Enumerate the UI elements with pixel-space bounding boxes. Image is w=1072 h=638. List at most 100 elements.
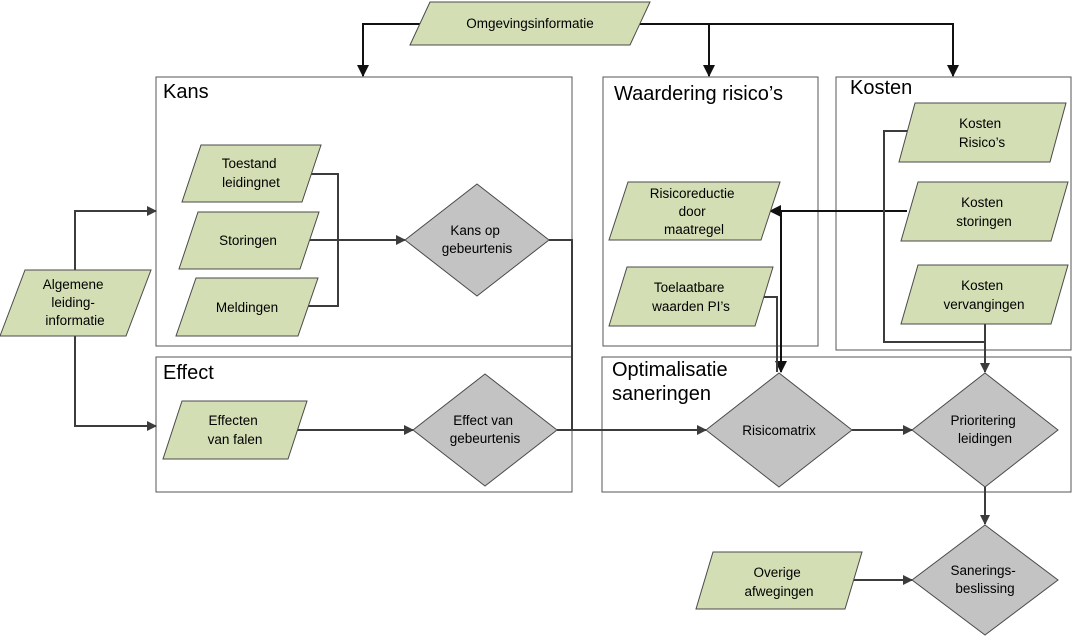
group-title-optimalisatie-line-2: saneringen	[612, 383, 711, 405]
label-toelaatbare-line-1: Toelaatbare	[654, 280, 725, 295]
label-risicoreductie-line-1: Risicoreductie	[650, 186, 735, 201]
group-title-waardering: Waardering risico’s	[614, 83, 783, 105]
label-kosten-risicos: Kosten Risico’s	[959, 116, 1006, 150]
label-saneringsbeslissing: Sanerings- beslissing	[950, 563, 1019, 596]
label-kans-line-1: Kans op	[450, 223, 500, 238]
label-kosten-storingen-line-2: storingen	[956, 214, 1012, 229]
label-toelaatbare-line-2: waarden PI’s	[651, 299, 730, 314]
group-title-optimalisatie: Optimalisatie saneringen	[612, 359, 733, 405]
label-storingen-line-1: Storingen	[219, 233, 277, 248]
shape-risicomatrix	[705, 372, 853, 488]
label-overige-line-2: afwegingen	[744, 584, 813, 599]
group-title-kosten: Kosten	[850, 77, 912, 99]
shape-toelaatbare-waarden	[608, 266, 774, 327]
label-meldingen-line-1: Meldingen	[216, 300, 278, 315]
group-title-optimalisatie-line-1: Optimalisatie	[612, 359, 728, 381]
label-omgevingsinformatie: Omgevingsinformatie	[466, 16, 594, 31]
label-effecten-line-1: Effecten	[208, 413, 257, 428]
label-kosten-risicos-line-1: Kosten	[959, 116, 1001, 131]
connector-toelaatbare-to-risicomatrix	[763, 296, 778, 372]
label-effect-line-1: Effect van	[453, 413, 513, 428]
group-title-kans: Kans	[163, 81, 209, 103]
arrow-algemene-to-effect	[74, 336, 157, 431]
label-effecten-line-2: van falen	[208, 432, 263, 447]
label-omgevingsinformatie-line-1: Omgevingsinformatie	[466, 16, 594, 31]
label-prioritering-line-2: leidingen	[958, 431, 1012, 446]
label-sanerings-line-2: beslissing	[955, 581, 1014, 596]
node-omgevingsinformatie: Omgevingsinformatie	[409, 1, 651, 46]
node-risicoreductie-door-maatregel: Risicoreductie door maatregel	[608, 181, 781, 241]
shape-kosten-vervangingen	[900, 264, 1069, 325]
shape-kosten-risicos	[898, 102, 1067, 163]
node-overige-afwegingen: Overige afwegingen	[695, 551, 863, 610]
label-toestand-leidingnet: Toestand leidingnet	[222, 156, 281, 190]
node-meldingen: Meldingen	[175, 277, 319, 337]
label-risicoreductie-line-3: maatregel	[664, 222, 724, 237]
node-prioritering-leidingen: Prioritering leidingen	[911, 372, 1059, 488]
label-prioritering-leidingen: Prioritering leidingen	[950, 413, 1019, 446]
label-meldingen: Meldingen	[216, 300, 278, 315]
label-effecten-van-falen: Effecten van falen	[208, 413, 263, 447]
shape-saneringsbeslissing	[911, 524, 1059, 636]
label-algemene-line-1: Algemene	[43, 277, 104, 292]
label-risicomatrix: Risicomatrix	[742, 423, 816, 438]
label-kans-line-2: gebeurtenis	[442, 241, 513, 256]
shape-risicoreductie	[608, 181, 781, 241]
shape-kans-op-gebeurtenis	[404, 183, 550, 297]
arrow-algemene-to-kans	[74, 206, 157, 270]
node-effect-van-gebeurtenis: Effect van gebeurtenis	[412, 373, 558, 487]
label-risicoreductie-line-2: door	[679, 204, 707, 219]
label-algemene-leidinginformatie: Algemene leiding- informatie	[43, 277, 108, 328]
shape-omgevingsinformatie	[409, 1, 651, 46]
group-title-effect: Effect	[163, 362, 214, 384]
arrow-omgeving-to-kosten	[640, 23, 959, 77]
label-kosten-storingen-line-1: Kosten	[961, 195, 1003, 210]
node-saneringsbeslissing: Sanerings- beslissing	[911, 524, 1059, 636]
label-algemene-line-2: leiding-	[51, 295, 95, 310]
shape-meldingen	[175, 277, 319, 337]
shape-kosten-storingen	[900, 181, 1069, 242]
shape-algemene-leidinginformatie	[0, 269, 152, 337]
label-toelaatbare-waarden: Toelaatbare waarden PI’s	[651, 280, 730, 314]
label-storingen: Storingen	[219, 233, 277, 248]
arrow-kosten-risicos-to-prioritering	[883, 130, 990, 373]
node-toestand-leidingnet: Toestand leidingnet	[181, 144, 322, 203]
shape-toestand-leidingnet	[181, 144, 322, 203]
label-overige-line-1: Overige	[753, 565, 800, 580]
connectors	[74, 23, 990, 585]
shape-effect-van-gebeurtenis	[412, 373, 558, 487]
label-overige-afwegingen: Overige afwegingen	[744, 565, 813, 599]
label-effect-van-gebeurtenis: Effect van gebeurtenis	[450, 413, 521, 446]
shape-storingen	[178, 211, 320, 270]
label-algemene-line-3: informatie	[45, 313, 104, 328]
label-toestand-line-2: leidingnet	[222, 175, 280, 190]
label-prioritering-line-1: Prioritering	[950, 413, 1015, 428]
node-risicomatrix: Risicomatrix	[705, 372, 853, 488]
label-toestand-line-1: Toestand	[222, 156, 277, 171]
node-kosten-storingen: Kosten storingen	[900, 181, 1069, 242]
arrow-omgeving-to-kans	[357, 23, 420, 77]
label-sanerings-line-1: Sanerings-	[950, 563, 1015, 578]
node-kans-op-gebeurtenis: Kans op gebeurtenis	[404, 183, 550, 297]
node-kosten-risicos: Kosten Risico’s	[898, 102, 1067, 163]
label-effect-line-2: gebeurtenis	[450, 431, 521, 446]
shape-effecten-van-falen	[162, 400, 308, 460]
label-risicomatrix-line-1: Risicomatrix	[742, 423, 816, 438]
label-kosten-vervangingen-line-1: Kosten	[961, 278, 1003, 293]
label-kosten-risicos-line-2: Risico’s	[959, 135, 1006, 150]
label-kans-op-gebeurtenis: Kans op gebeurtenis	[442, 223, 513, 256]
label-kosten-vervangingen: Kosten vervangingen	[943, 278, 1024, 312]
label-kosten-vervangingen-line-2: vervangingen	[943, 297, 1024, 312]
group-optimalisatie-saneringen	[601, 356, 1072, 493]
shape-overige-afwegingen	[695, 551, 863, 610]
label-risicoreductie: Risicoreductie door maatregel	[650, 186, 739, 237]
node-kosten-vervangingen: Kosten vervangingen	[900, 264, 1069, 325]
node-algemene-leidinginformatie: Algemene leiding- informatie	[0, 269, 152, 337]
node-effecten-van-falen: Effecten van falen	[162, 400, 308, 460]
shape-prioritering-leidingen	[911, 372, 1059, 488]
node-storingen: Storingen	[178, 211, 320, 270]
group-kosten	[835, 76, 1072, 351]
label-kosten-storingen: Kosten storingen	[956, 195, 1012, 229]
node-toelaatbare-waarden: Toelaatbare waarden PI’s	[608, 266, 774, 327]
